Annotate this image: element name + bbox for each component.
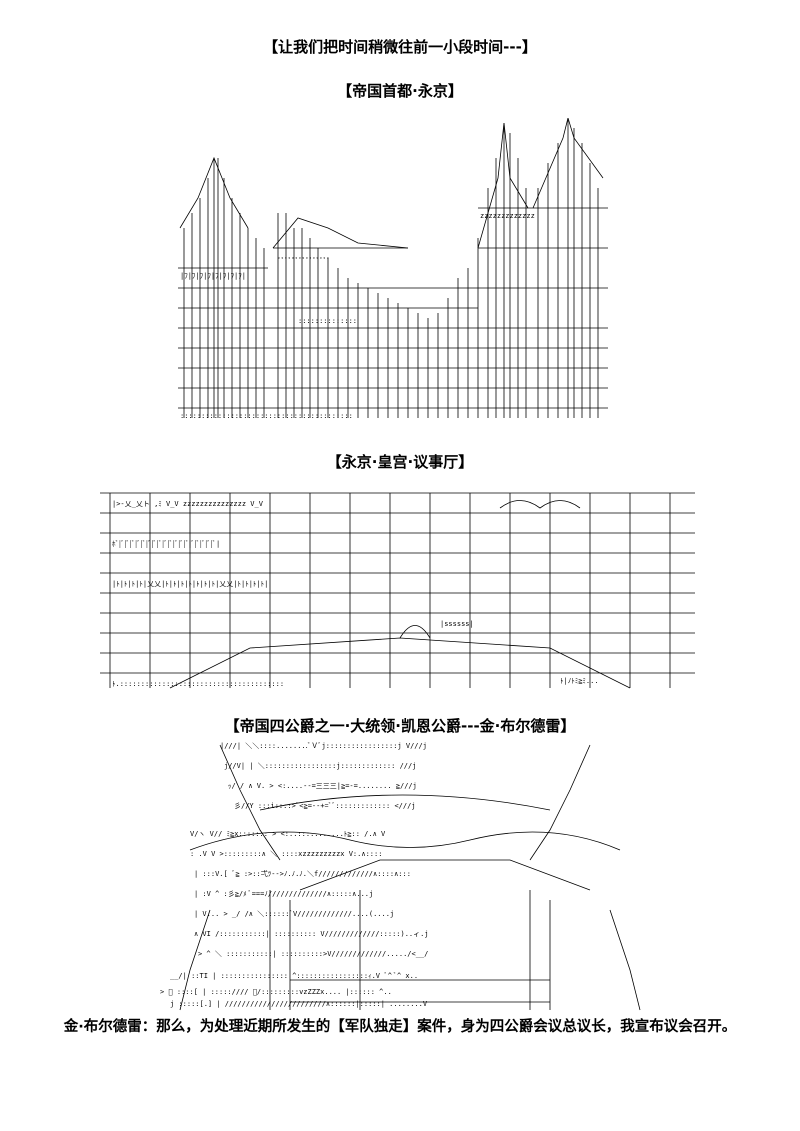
svg-text:ﾟﾟﾟﾟﾟﾟﾟﾟﾟﾟﾟﾟﾟﾟﾟ: ﾟﾟﾟﾟﾟﾟﾟﾟﾟﾟﾟﾟﾟﾟﾟ: [278, 257, 331, 265]
svg-text:ﾄ|ﾉﾄﾐ≧ﾐ...: ﾄ|ﾉﾄﾐ≧ﾐ...: [560, 677, 599, 685]
svg-text:j :::::[.] | /////////////: j :::::[.] | ////////////////////////∧::…: [170, 1000, 428, 1008]
svg-text:::::::::::::::: ::::::::::::::: [298, 317, 357, 325]
caption-intro: 【让我们把时间稍微往前一小段时间---】: [263, 38, 537, 56]
svg-text:|ssssss|: |ssssss|: [440, 620, 474, 628]
svg-text:| :V ^ :彡≧/ﾒ ﾞ===ﾉ///: | :V ^ :彡≧/ﾒ ﾞ===ﾉ//////////////∧:::::∧.…: [194, 890, 373, 898]
dialogue-line: 金·布尔德雷：那么，为处理近期所发生的【军队独走】案件，身为四公爵会议总议长，我…: [63, 1019, 737, 1035]
caption-palace: 【永京·皇宫·议事厅】: [326, 453, 474, 471]
svg-text:ﾎﾞ|ﾞ|ﾞ|ﾞ|ﾞ|ﾞ|ﾞ|ﾞ|ﾞ|ﾞ|ﾞ|ﾞ|ﾞ|ﾞ|ﾞ: ﾎﾞ|ﾞ|ﾞ|ﾞ|ﾞ|ﾞ|ﾞ|ﾞ|ﾞ|ﾞ|ﾞ|ﾞ|ﾞ|ﾞ|ﾞ|ﾞ|ﾞ|ﾞ|ﾞ|: [112, 540, 220, 548]
duke-portrait-art: |///| ＼＼::::........ﾞＶﾞj::::::::::::::::…: [150, 740, 650, 1012]
svg-text:j//V| | ＼:::::::::::::::::: j//V| | ＼:::::::::::::::::j:::::::::::::…: [224, 762, 416, 770]
svg-text:> ^ ＼ :::::::::::| ::::: > ^ ＼ :::::::::::| ::::::::::>V/////////…: [198, 950, 428, 958]
svg-text:彡//Y :::i::::>ﾞ<≧=--+=ﾞﾞ:::: 彡//Y :::i::::>ﾞ<≧=--+=ﾞﾞ::::::::::::: </…: [234, 802, 416, 810]
svg-text:|>-乂_乂ト ,ﾐ V_V zzzzzzzzzzzzzz: |>-乂_乂ト ,ﾐ V_V zzzzzzzzzzzzzzz V_V: [112, 500, 264, 508]
svg-text:∧ VI /:::::::::::| :::: ∧ VI /:::::::::::| :::::::::: V/////////…: [194, 930, 429, 938]
palace-hall-art: |>-乂_乂ト ,ﾐ V_V zzzzzzzzzzzzzzz V_V ﾎﾞ|ﾞ|…: [100, 488, 695, 698]
svg-text:V/ヽ V// ﾐ≧x::::::: > <:..:: V/ヽ V// ﾐ≧x::::::: > <:..:::........ﾄ≧::…: [190, 830, 386, 838]
svg-text:|ﾄ|ﾄ|ﾄ|ﾄ|乂乂|ﾄ|ﾄ|ﾄ|ﾄ|ﾄ|ﾄ|ﾄ|乂乂|ﾄ: |ﾄ|ﾄ|ﾄ|ﾄ|乂乂|ﾄ|ﾄ|ﾄ|ﾄ|ﾄ|ﾄ|ﾄ|乂乂|ﾄ|ﾄ|ﾄ|ﾄ|: [112, 580, 268, 588]
city-skyline-art: |ﾌ|ﾌ|ﾌ|ﾌ|ﾌ|ﾌ|ﾌ|ﾌ| ﾟﾟﾟﾟﾟﾟﾟﾟﾟﾟﾟﾟﾟﾟﾟ zzzzzz…: [178, 118, 608, 428]
svg-text:| V... > _/ /∧ ＼::::::ﾞ: | V... > _/ /∧ ＼::::::ﾞV/////////////...…: [194, 910, 394, 918]
svg-text:zzzzzzzzzzzzz: zzzzzzzzzzzzz: [480, 212, 535, 220]
city-skyline-drawing: |ﾌ|ﾌ|ﾌ|ﾌ|ﾌ|ﾌ|ﾌ|ﾌ| ﾟﾟﾟﾟﾟﾟﾟﾟﾟﾟﾟﾟﾟﾟﾟ zzzzzz…: [178, 118, 608, 420]
svg-text:::::::::::::::::::::::::::::::: ::::::::::::::::::::::::::::::::::::::::…: [180, 412, 353, 420]
svg-text:|ﾌ|ﾌ|ﾌ|ﾌ|ﾌ|ﾌ|ﾌ|ﾌ|: |ﾌ|ﾌ|ﾌ|ﾌ|ﾌ|ﾌ|ﾌ|ﾌ|: [180, 272, 246, 280]
svg-text:| :::V.[ ﾞ≧ :>::弌ﾂ-->ﾉ.ﾉ.ﾉ.＼: | :::V.[ ﾞ≧ :>::弌ﾂ-->ﾉ.ﾉ.ﾉ.＼f///////////…: [194, 869, 411, 878]
svg-text:> ﾞ ::::[ | ::::://// ＼: > ﾞ ::::[ | ::::://// ＼/:::::::::vzZZZx.…: [160, 988, 392, 996]
svg-text:: .V V >:::::::::∧ ＼ ::::xz: : .V V >:::::::::∧ ＼ ::::xzzzzzzzzzx V:.…: [190, 850, 382, 858]
duke-portrait-drawing: |///| ＼＼::::........ﾞＶﾞj::::::::::::::::…: [160, 742, 641, 1011]
palace-hall-drawing: |>-乂_乂ト ,ﾐ V_V zzzzzzzzzzzzzzz V_V ﾎﾞ|ﾞ|…: [100, 492, 695, 689]
svg-text:__/| ::TI | :::::::::::::: __/| ::TI | :::::::::::::::: ^::::::::::…: [170, 972, 418, 980]
svg-text:|///| ＼＼::::........ﾞＶﾞj:::::: |///| ＼＼::::........ﾞＶﾞj::::::::::::::::…: [220, 742, 427, 750]
svg-text:ﾄ.::::::::::::::::::::::::::::: ﾄ.::::::::::::::::::::::::::::::::::::::…: [112, 680, 284, 688]
svg-text:ｯ/ / ∧ V. > <:....--=三三三|≧=-: ｯ/ / ∧ V. > <:....--=三三三|≧=-=........ ≧/…: [228, 782, 417, 790]
caption-duke: 【帝国四公爵之一·大统领·凯恩公爵---金·布尔德雷】: [224, 717, 576, 735]
caption-capital: 【帝国首都·永京】: [337, 82, 463, 100]
